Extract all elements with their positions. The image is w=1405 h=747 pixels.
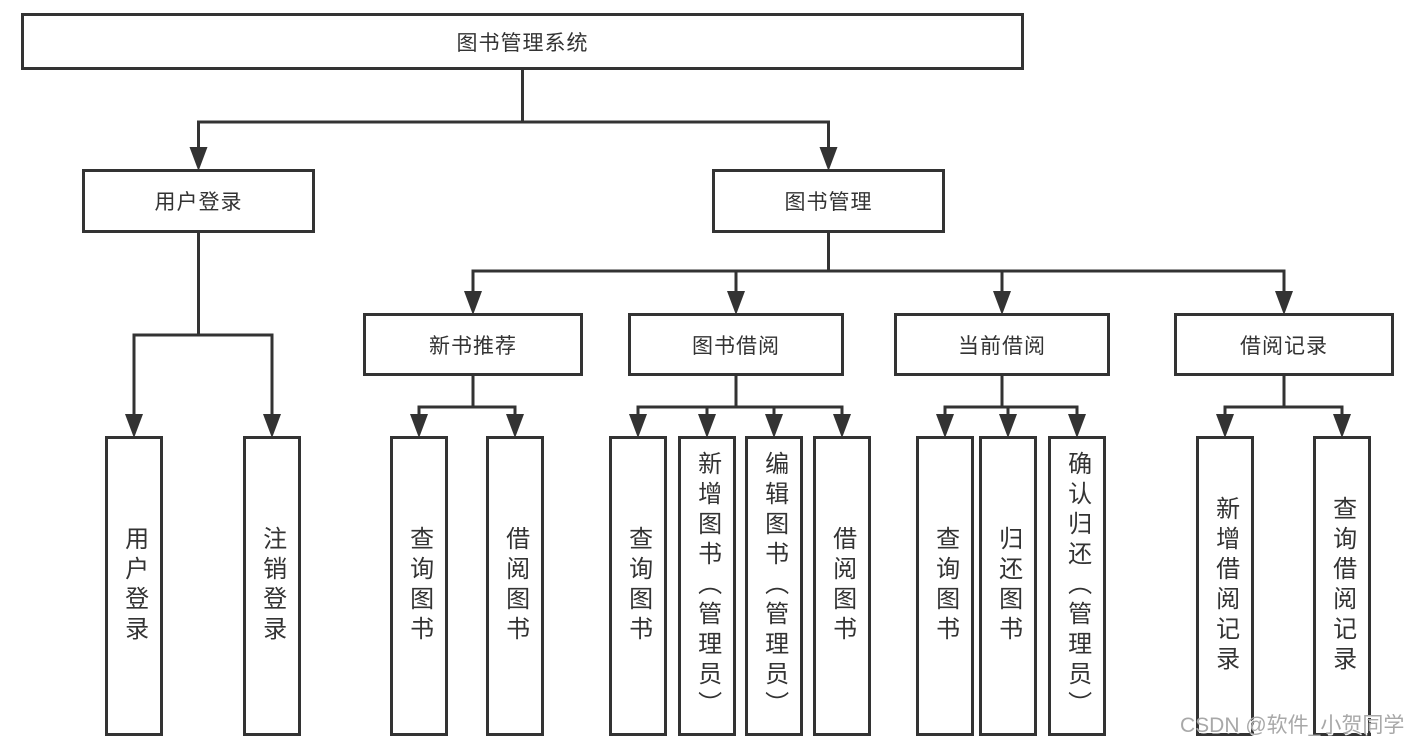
node-label: 归还图书 — [994, 526, 1022, 646]
connector-newbook-to-leaves — [410, 374, 524, 438]
arrow-down-icon — [464, 291, 482, 315]
node-add-borrow-record: 新增借阅记录 — [1196, 436, 1254, 736]
connector-bookborrow-to-leaves — [629, 374, 851, 438]
node-user-login-branch: 用户登录 — [82, 169, 315, 233]
node-label: 用户登录 — [154, 191, 243, 214]
arrow-down-icon — [698, 414, 716, 438]
node-logout-leaf: 注销登录 — [243, 436, 301, 736]
node-label: 用户登录 — [120, 526, 148, 646]
node-label: 借阅图书 — [501, 526, 529, 646]
arrow-down-icon — [993, 291, 1011, 315]
node-label: 当前借阅 — [958, 334, 1046, 358]
node-user-login-leaf: 用户登录 — [105, 436, 163, 736]
node-library-system-root: 图书管理系统 — [21, 13, 1024, 70]
node-query-book-borrow: 查询图书 — [609, 436, 667, 736]
node-label: 新增借阅记录 — [1211, 496, 1239, 676]
node-label: 图书借阅 — [692, 334, 780, 358]
arrow-down-icon — [125, 414, 143, 438]
connector-bookmgmt-to-level3 — [464, 231, 1293, 315]
node-borrow-book-leaf: 借阅图书 — [813, 436, 871, 736]
node-return-book: 归还图书 — [979, 436, 1037, 736]
node-label: 图书管理 — [784, 191, 873, 214]
arrow-down-icon — [1333, 414, 1351, 438]
node-current-borrow: 当前借阅 — [894, 313, 1110, 376]
node-book-management: 图书管理 — [712, 169, 945, 233]
node-query-book-newbook: 查询图书 — [390, 436, 448, 736]
node-label: 借阅图书 — [828, 526, 856, 646]
node-borrow-record: 借阅记录 — [1174, 313, 1394, 376]
node-label: 图书管理系统 — [456, 31, 589, 55]
node-book-borrow: 图书借阅 — [628, 313, 844, 376]
csdn-watermark: CSDN @软件_小贺同学 — [1180, 714, 1405, 737]
arrow-down-icon — [410, 414, 428, 438]
arrow-down-icon — [727, 291, 745, 315]
arrow-down-icon — [1216, 414, 1234, 438]
node-label: 注销登录 — [258, 526, 286, 646]
node-label: 查询图书 — [931, 526, 959, 646]
node-edit-book-admin: 编辑图书（管理员） — [745, 436, 803, 736]
node-query-borrow-record: 查询借阅记录 — [1313, 436, 1371, 736]
node-label: 查询借阅记录 — [1328, 496, 1356, 676]
arrow-down-icon — [999, 414, 1017, 438]
node-label: 新增图书（管理员） — [693, 451, 721, 721]
arrow-down-icon — [506, 414, 524, 438]
node-confirm-return-admin: 确认归还（管理员） — [1048, 436, 1106, 736]
node-label: 查询图书 — [405, 526, 433, 646]
arrow-down-icon — [819, 147, 838, 171]
node-add-book-admin: 新增图书（管理员） — [678, 436, 736, 736]
node-new-book-recommend: 新书推荐 — [363, 313, 583, 376]
node-label: 新书推荐 — [429, 334, 517, 358]
connector-root-to-level2 — [189, 68, 838, 171]
arrow-down-icon — [936, 414, 954, 438]
arrow-down-icon — [1275, 291, 1293, 315]
arrow-down-icon — [263, 414, 281, 438]
node-label: 借阅记录 — [1240, 334, 1328, 358]
connector-borrowrecord-to-leaves — [1216, 374, 1351, 438]
node-label: 查询图书 — [624, 526, 652, 646]
arrow-down-icon — [629, 414, 647, 438]
connector-currentborrow-to-leaves — [936, 374, 1086, 438]
node-label: 确认归还（管理员） — [1063, 451, 1091, 721]
connector-userlogin-to-leaves — [125, 231, 281, 438]
arrow-down-icon — [833, 414, 851, 438]
arrow-down-icon — [1068, 414, 1086, 438]
node-label: 编辑图书（管理员） — [760, 451, 788, 721]
arrow-down-icon — [765, 414, 783, 438]
node-query-book-current: 查询图书 — [916, 436, 974, 736]
arrow-down-icon — [189, 147, 208, 171]
node-borrow-book-newbook: 借阅图书 — [486, 436, 544, 736]
